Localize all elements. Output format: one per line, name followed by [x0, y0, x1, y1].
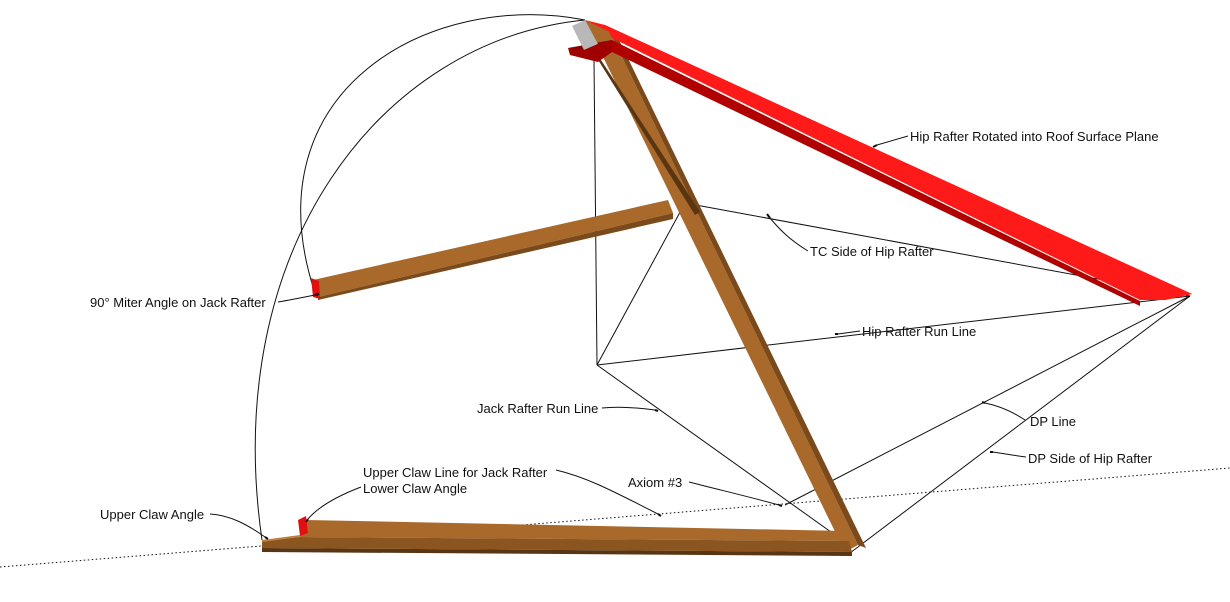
construction-arc-inner	[300, 14, 586, 291]
bottom-rafter	[262, 516, 852, 556]
grey-end-face	[572, 20, 598, 50]
ground-dotted-line	[0, 467, 1230, 568]
label-upper-claw-line: Upper Claw Line for Jack Rafter	[363, 465, 548, 480]
label-axiom: Axiom #3	[628, 475, 682, 490]
label-jack-run-line: Jack Rafter Run Line	[477, 401, 598, 416]
hip-run-line	[596, 295, 1191, 366]
construction-arc-outer	[254, 19, 586, 541]
label-hip-rafter-rotated: Hip Rafter Rotated into Roof Surface Pla…	[910, 129, 1159, 144]
label-hip-run-line: Hip Rafter Run Line	[862, 324, 976, 339]
label-miter-angle: 90° Miter Angle on Jack Rafter	[90, 295, 266, 310]
label-lower-claw-angle: Lower Claw Angle	[363, 481, 467, 496]
hip-rafter-diagonal	[585, 20, 866, 552]
label-upper-claw-angle: Upper Claw Angle	[100, 507, 204, 522]
label-tc-side: TC Side of Hip Rafter	[810, 244, 934, 259]
dp-side-line	[849, 295, 1191, 554]
vertical-line	[593, 59, 598, 366]
dp-line	[784, 295, 1191, 506]
hip-rafter-rotated-red	[568, 20, 1192, 306]
label-dp-side: DP Side of Hip Rafter	[1028, 451, 1153, 466]
jack-rafter-upper	[311, 200, 673, 300]
jack-run-line	[596, 364, 846, 543]
inner-diagonal	[596, 202, 686, 366]
label-dp-line: DP Line	[1030, 414, 1076, 429]
leader-lines	[209, 135, 1027, 538]
leader-arrowheads	[264, 144, 993, 540]
